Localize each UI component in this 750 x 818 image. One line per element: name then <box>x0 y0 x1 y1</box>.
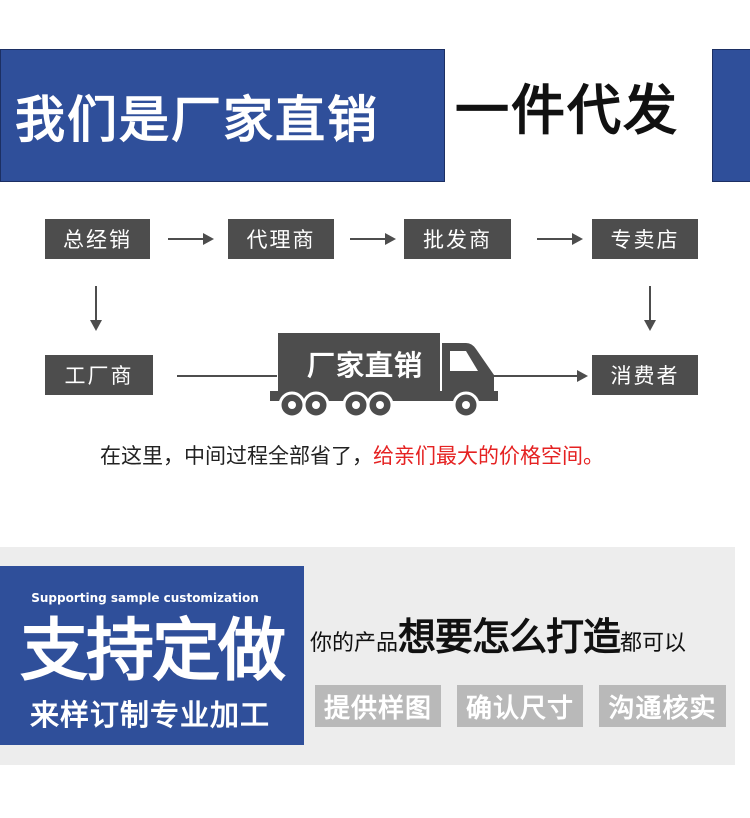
banner-blue-block: 我们是厂家直销 <box>0 49 445 182</box>
tag-provide-sample: 提供样图 <box>315 685 441 727</box>
customization-subtitle-cn: 来样订制专业加工 <box>29 698 270 732</box>
banner-secondary-text: 一件代发 <box>455 79 679 142</box>
arrow-right-1 <box>168 233 214 245</box>
arrow-down-left <box>90 286 102 331</box>
arrow-down-right <box>644 286 656 331</box>
truck-icon <box>270 333 498 419</box>
caption-highlight: 给亲们最大的价格空间。 <box>373 444 604 468</box>
flow-caption: 在这里，中间过程全部省了，给亲们最大的价格空间。 <box>100 440 604 470</box>
node-retail-store: 专卖店 <box>592 219 698 259</box>
arrow-truck-to-consumer <box>493 370 588 382</box>
customization-question: 你的产品想要怎么打造都可以 <box>310 612 686 670</box>
node-consumer: 消费者 <box>592 355 698 395</box>
node-agent: 代理商 <box>228 219 334 259</box>
line-factory-to-truck <box>177 375 277 377</box>
question-suffix: 都可以 <box>620 631 687 656</box>
node-general-distributor: 总经销 <box>45 219 150 259</box>
question-prefix: 你的产品 <box>310 631 399 656</box>
customization-blue-block <box>0 566 304 745</box>
caption-normal: 在这里，中间过程全部省了， <box>100 444 373 468</box>
customization-subtitle-en: Supporting sample customization <box>31 591 259 605</box>
arrow-right-3 <box>537 233 583 245</box>
question-emphasis: 想要怎么打造 <box>398 615 621 659</box>
node-wholesaler: 批发商 <box>404 219 511 259</box>
banner-right-edge <box>712 49 750 182</box>
node-factory: 工厂商 <box>45 355 153 395</box>
tag-confirm-size: 确认尺寸 <box>457 685 583 727</box>
customization-title: 支持定做 <box>19 612 286 691</box>
tag-communicate-verify: 沟通核实 <box>599 685 726 727</box>
banner-main-text: 我们是厂家直销 <box>15 90 379 149</box>
truck-label: 厂家直销 <box>306 349 423 382</box>
arrow-right-2 <box>350 233 396 245</box>
